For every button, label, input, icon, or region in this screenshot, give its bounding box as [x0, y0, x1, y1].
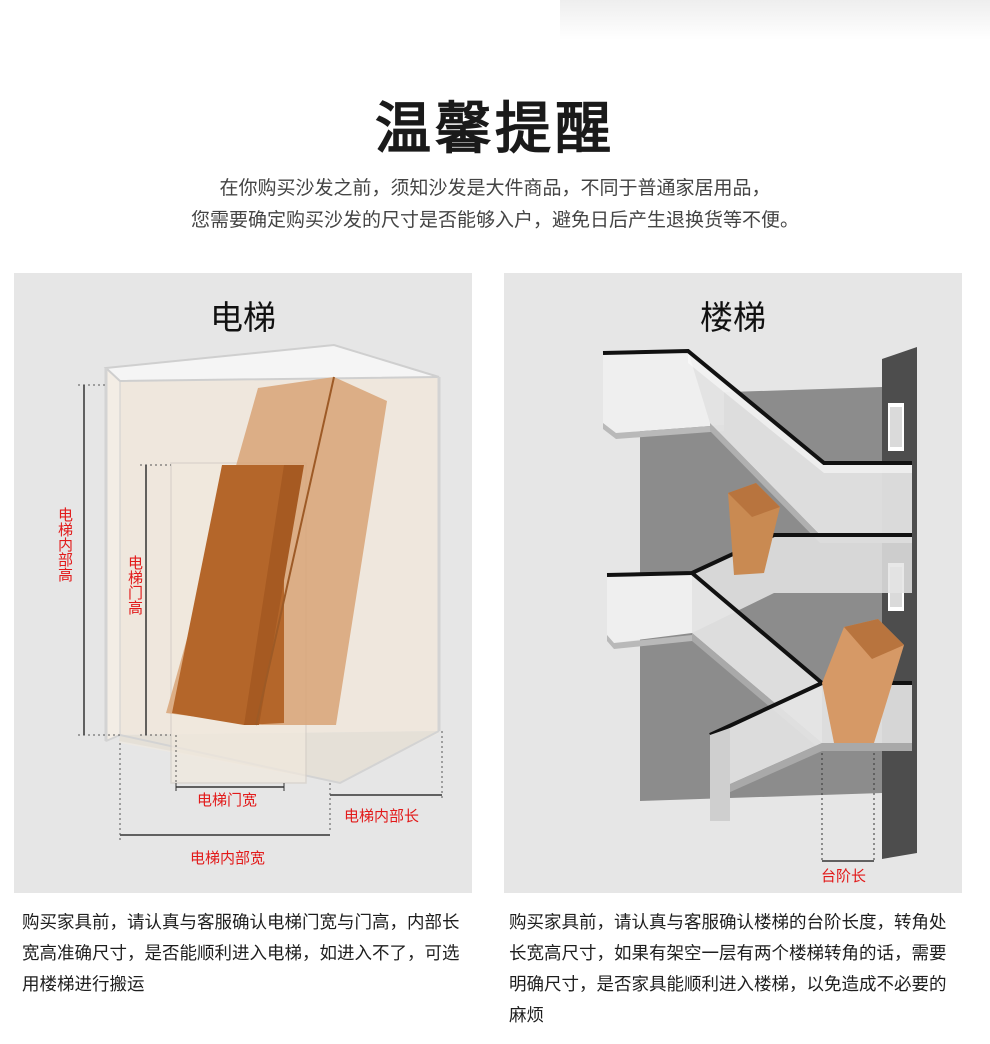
- elevator-caption: 购买家具前，请认真与客服确认电梯门宽与门高，内部长宽高准确尺寸，是否能顺利进入电…: [22, 913, 460, 995]
- label-door-width: 电梯门宽: [197, 791, 258, 809]
- stairs-panel: 楼梯: [504, 273, 962, 893]
- label-inner-width: 电梯内部宽: [190, 849, 266, 867]
- label-step-length: 台阶长: [821, 867, 867, 885]
- page-title: 温馨提醒: [375, 96, 615, 162]
- top-shade: [560, 0, 990, 40]
- elevator-panel: 电梯: [14, 273, 472, 893]
- label-inner-length: 电梯内部长: [344, 807, 420, 825]
- stairs-caption: 购买家具前，请认真与客服确认楼梯的台阶长度，转角处长宽高尺寸，如果有架空一层有两…: [509, 913, 947, 1026]
- label-inner-height: 电梯内部高: [56, 507, 74, 582]
- elevator-illustration: [78, 343, 443, 843]
- intro-line-1: 在你购买沙发之前，须知沙发是大件商品，不同于普通家居用品，: [219, 177, 771, 199]
- intro-text: 在你购买沙发之前，须知沙发是大件商品，不同于普通家居用品， 您需要确定购买沙发的…: [0, 172, 990, 236]
- label-door-height: 电梯门高: [126, 555, 144, 615]
- stairs-title: 楼梯: [700, 298, 766, 337]
- intro-line-2: 您需要确定购买沙发的尺寸是否能够入户，避免日后产生退换货等不便。: [190, 209, 799, 231]
- elevator-title: 电梯: [210, 298, 276, 337]
- stairs-illustration: [602, 347, 917, 863]
